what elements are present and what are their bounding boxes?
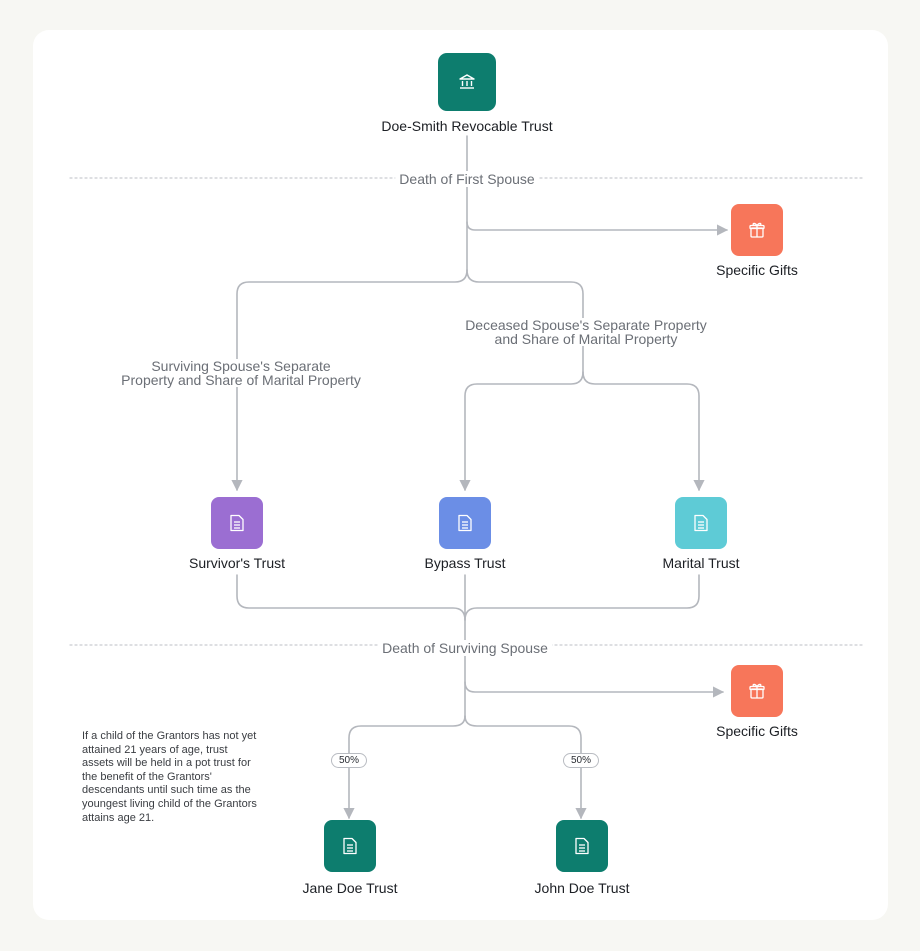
john-doe-trust-label: John Doe Trust xyxy=(534,880,630,896)
root-trust-label: Doe-Smith Revocable Trust xyxy=(381,118,553,134)
stage-label-first-death: Death of First Spouse xyxy=(395,171,539,187)
bypass-connector xyxy=(459,371,584,492)
jane-doe-trust-node[interactable] xyxy=(324,820,376,872)
root-trust-node[interactable] xyxy=(438,53,496,111)
marital-trust-label: Marital Trust xyxy=(662,555,740,571)
john-doe-trust-node[interactable] xyxy=(556,820,608,872)
connector-layer xyxy=(69,135,864,820)
flow-label-surviving-spouse: Surviving Spouse's Separate Property and… xyxy=(121,358,361,388)
bank-icon xyxy=(459,74,475,89)
survivor-merge-connector xyxy=(236,574,466,621)
flow-label-deceased-spouse: Deceased Spouse's Separate Property and … xyxy=(465,317,707,347)
split-badge-john: 50% xyxy=(562,753,600,768)
john-connector xyxy=(464,715,587,820)
diagram-canvas: Doe-Smith Revocable Trust Death of First… xyxy=(33,30,888,920)
gifts-2-connector xyxy=(464,681,725,698)
pot-trust-note: If a child of the Grantors has not yet a… xyxy=(82,730,257,824)
survivors-trust-node[interactable] xyxy=(211,497,263,549)
gifts-1-connector xyxy=(466,221,729,236)
split-badge-jane: 50% xyxy=(330,753,368,768)
gift-icon xyxy=(749,683,765,699)
survivors-trust-label: Survivor's Trust xyxy=(188,555,286,571)
survivor-branch-connector xyxy=(231,269,468,492)
gift-icon xyxy=(749,222,765,238)
bypass-trust-node[interactable] xyxy=(439,497,491,549)
stage-label-second-death: Death of Surviving Spouse xyxy=(378,640,552,656)
marital-connector xyxy=(582,371,705,492)
specific-gifts-label-2: Specific Gifts xyxy=(716,723,798,739)
deceased-branch-connector xyxy=(466,269,584,373)
specific-gifts-node-2[interactable] xyxy=(731,665,783,717)
document-icon xyxy=(575,837,589,855)
document-icon xyxy=(230,514,244,532)
document-icon xyxy=(343,837,357,855)
jane-doe-trust-label: Jane Doe Trust xyxy=(302,880,398,896)
bypass-trust-label: Bypass Trust xyxy=(424,555,506,571)
document-icon xyxy=(458,514,472,532)
specific-gifts-node-1[interactable] xyxy=(731,204,783,256)
marital-merge-connector xyxy=(464,574,700,621)
marital-trust-node[interactable] xyxy=(675,497,727,549)
specific-gifts-label-1: Specific Gifts xyxy=(716,262,798,278)
jane-connector xyxy=(343,715,466,820)
document-icon xyxy=(694,514,708,532)
